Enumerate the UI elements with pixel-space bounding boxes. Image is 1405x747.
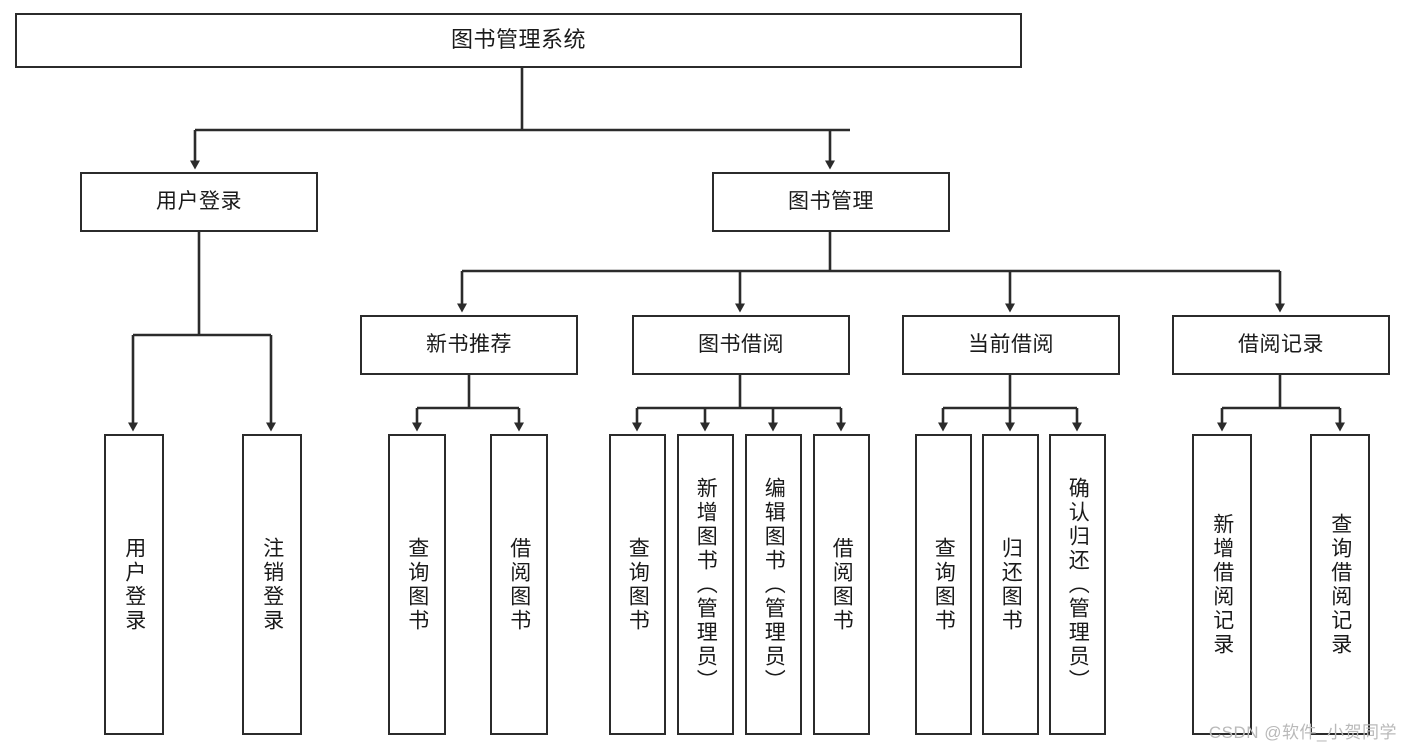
leaf-query-book-current[interactable]: 查询图书: [915, 434, 972, 735]
node-label: 当前借阅: [968, 333, 1054, 357]
node-label: 查询图书: [405, 536, 429, 633]
node-label: 借阅图书: [507, 536, 531, 633]
leaf-edit-book-admin[interactable]: 编辑图书（管理员）: [745, 434, 802, 735]
node-current-borrow[interactable]: 当前借阅: [902, 315, 1120, 375]
node-book-management[interactable]: 图书管理: [712, 172, 950, 232]
leaf-query-borrow-record[interactable]: 查询借阅记录: [1310, 434, 1370, 735]
leaf-query-book-borrow[interactable]: 查询图书: [609, 434, 666, 735]
node-label: 借阅记录: [1238, 333, 1324, 357]
node-user-login[interactable]: 用户登录: [80, 172, 318, 232]
leaf-add-book-admin[interactable]: 新增图书（管理员）: [677, 434, 734, 735]
leaf-user-logout[interactable]: 注销登录: [242, 434, 302, 735]
node-label: 图书管理系统: [450, 27, 586, 53]
node-new-book-recommend[interactable]: 新书推荐: [360, 315, 578, 375]
node-label: 用户登录: [156, 190, 242, 214]
leaf-borrow-book-new[interactable]: 借阅图书: [490, 434, 548, 735]
node-book-borrow[interactable]: 图书借阅: [632, 315, 850, 375]
leaf-query-book-new[interactable]: 查询图书: [388, 434, 446, 735]
node-label: 用户登录: [122, 536, 146, 633]
node-label: 编辑图书（管理员）: [762, 476, 786, 693]
node-label: 图书管理: [788, 190, 874, 214]
node-label: 确认归还（管理员）: [1066, 476, 1090, 693]
node-label: 新增借阅记录: [1210, 512, 1234, 657]
node-label: 新增图书（管理员）: [694, 476, 718, 693]
node-label: 新书推荐: [426, 333, 512, 357]
leaf-confirm-return-admin[interactable]: 确认归还（管理员）: [1049, 434, 1106, 735]
leaf-user-login[interactable]: 用户登录: [104, 434, 164, 735]
node-label: 归还图书: [999, 536, 1023, 633]
leaf-return-book[interactable]: 归还图书: [982, 434, 1039, 735]
node-label: 注销登录: [260, 536, 284, 633]
node-label: 查询图书: [932, 536, 956, 633]
node-root-system[interactable]: 图书管理系统: [15, 13, 1022, 68]
node-label: 查询图书: [626, 536, 650, 633]
node-label: 图书借阅: [698, 333, 784, 357]
leaf-borrow-book[interactable]: 借阅图书: [813, 434, 870, 735]
node-label: 借阅图书: [830, 536, 854, 633]
leaf-add-borrow-record[interactable]: 新增借阅记录: [1192, 434, 1252, 735]
node-label: 查询借阅记录: [1328, 512, 1352, 657]
node-borrow-record[interactable]: 借阅记录: [1172, 315, 1390, 375]
watermark-text: CSDN @软件_小贺同学: [1208, 723, 1397, 742]
